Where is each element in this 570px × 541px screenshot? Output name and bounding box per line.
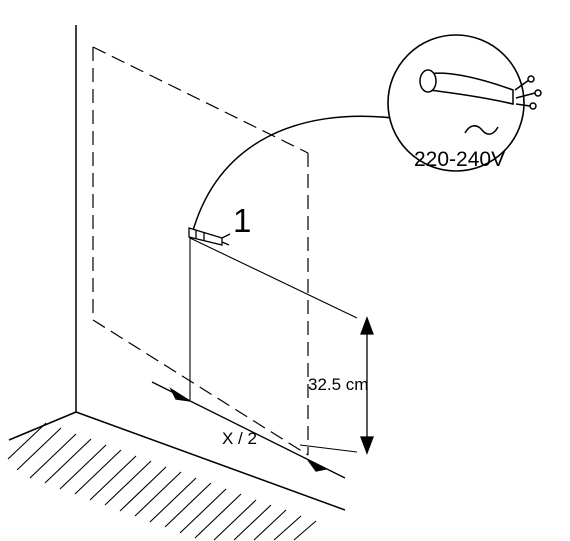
wall (8, 25, 346, 511)
voltage-detail-callout: 220-240V (387, 34, 542, 172)
appliance-outline-dashed (92, 46, 309, 456)
power-cable (191, 115, 394, 235)
ac-symbol-icon (464, 125, 499, 135)
cable-detail-icon (419, 69, 542, 110)
socket-guide-lines (189, 237, 358, 453)
height-dimension-label: 32.5 cm (308, 375, 368, 394)
floor-hatching (7, 422, 317, 541)
width-dimension (151, 381, 346, 479)
voltage-label: 220-240V (414, 148, 505, 171)
width-dimension-label: X / 2 (222, 429, 257, 448)
step-number: 1 (233, 202, 251, 239)
height-dimension (360, 316, 374, 455)
cable-end (188, 227, 231, 246)
